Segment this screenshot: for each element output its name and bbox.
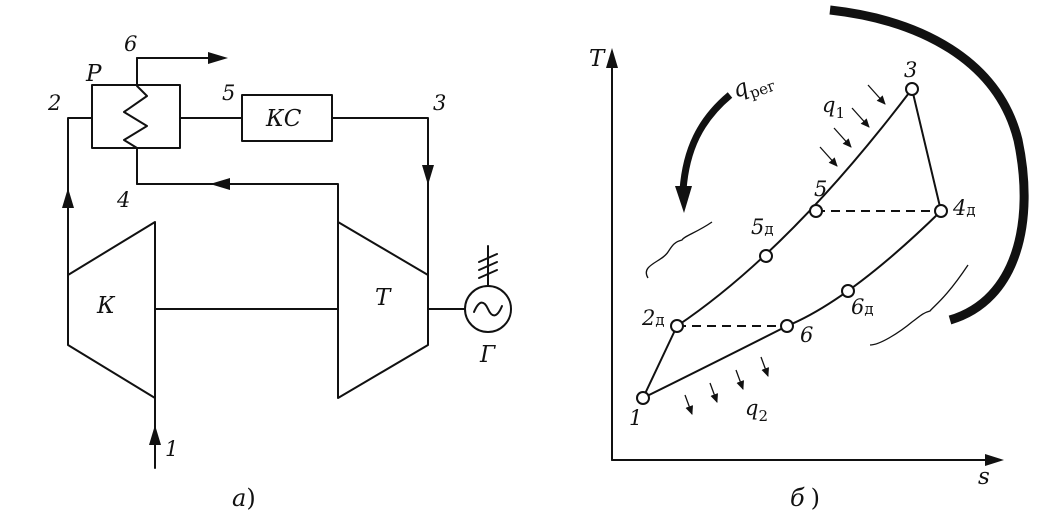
flow-arrow-icon (422, 165, 434, 185)
state-point-6 (780, 319, 794, 333)
point-2-label: 2 (47, 91, 61, 115)
qreg-label: qрег (729, 65, 778, 107)
ts-diagram: T s 1 2д 3 4д 5 5д 6 6д (589, 5, 1029, 512)
regeneration-arrow-shaft (679, 92, 733, 191)
state-point-2d (670, 319, 684, 333)
point-5d-label: 5д (751, 215, 774, 239)
inlet-arrow-icon (149, 425, 161, 445)
point-3-label: 3 (433, 91, 446, 115)
sine-wave-icon (473, 301, 503, 317)
state-point-4d (934, 204, 948, 218)
ground-tick-icon (478, 269, 498, 279)
regenerator-label: Р (85, 61, 102, 87)
compressor-label: К (96, 293, 116, 319)
point-1-label: 1 (165, 437, 178, 461)
exhaust-arrow-icon (208, 52, 228, 64)
flow-arrow-icon (62, 188, 74, 208)
gas-turbine-scheme: К Т Г 1 2 Р 6 5 (47, 32, 512, 512)
heat-in-arrow-icon (833, 127, 852, 148)
heat-in-arrow-icon (819, 146, 838, 167)
state-point-5 (809, 204, 823, 218)
compression-line (642, 325, 678, 399)
heat-out-arrow-icon (684, 394, 693, 415)
state-point-1 (636, 391, 650, 405)
brace-lower-right (869, 264, 969, 346)
heat-exchanger-coil (123, 57, 148, 185)
heat-out-arrow-icon (709, 382, 718, 403)
y-axis-label: T (589, 46, 606, 72)
heat-in-arrow-icon (867, 84, 886, 105)
x-axis-arrow-icon (985, 454, 1004, 466)
heat-out-arrow-icon (760, 356, 769, 377)
point-5-label: 5 (222, 81, 235, 105)
point-6-label: 6 (124, 32, 137, 56)
generator-label: Г (479, 342, 496, 368)
turbine-block (337, 221, 429, 399)
ts-caption: б) (790, 484, 820, 512)
q2-label: q2 (745, 396, 768, 425)
point-1-label: 1 (629, 406, 642, 430)
combustor-to-turbine-pipe (331, 117, 429, 276)
heat-in-arrow-icon (851, 107, 870, 128)
ground-tick-icon (478, 261, 498, 271)
point-3-label: 3 (904, 58, 917, 82)
state-point-5d (759, 249, 773, 263)
turbine-label: Т (375, 285, 392, 311)
y-axis-arrow-icon (606, 48, 618, 68)
regeneration-arrow-icon (675, 186, 692, 213)
q1-label: q1 (822, 93, 845, 122)
q1-arrows (819, 84, 886, 167)
point-4d-label: 4д (952, 196, 976, 220)
point-6-label: 6 (800, 323, 813, 347)
point-5-label: 5 (814, 177, 827, 201)
expansion-line (911, 88, 942, 212)
heat-rejection-curve (642, 210, 942, 399)
q2-arrows (684, 356, 769, 415)
heat-out-arrow-icon (735, 369, 744, 390)
point-2d-label: 2д (641, 306, 665, 330)
regenerator-block (91, 84, 181, 149)
state-point-6d (841, 284, 855, 298)
combustor-label: КС (265, 106, 302, 132)
scheme-caption: а) (232, 484, 256, 512)
point-4-label: 4 (116, 188, 130, 212)
x-axis-label: s (978, 464, 990, 490)
turbine-exhaust-pipe (136, 183, 339, 223)
compressor-outlet-pipe (67, 117, 93, 276)
flow-arrow-icon (210, 178, 230, 190)
state-point-3 (905, 82, 919, 96)
point-6d-label: 6д (851, 295, 874, 319)
heat-addition-curve (676, 88, 913, 327)
ground-tick-icon (478, 253, 498, 263)
brace-upper-left (645, 221, 713, 279)
regeneration-outer-arc (829, 5, 1029, 325)
